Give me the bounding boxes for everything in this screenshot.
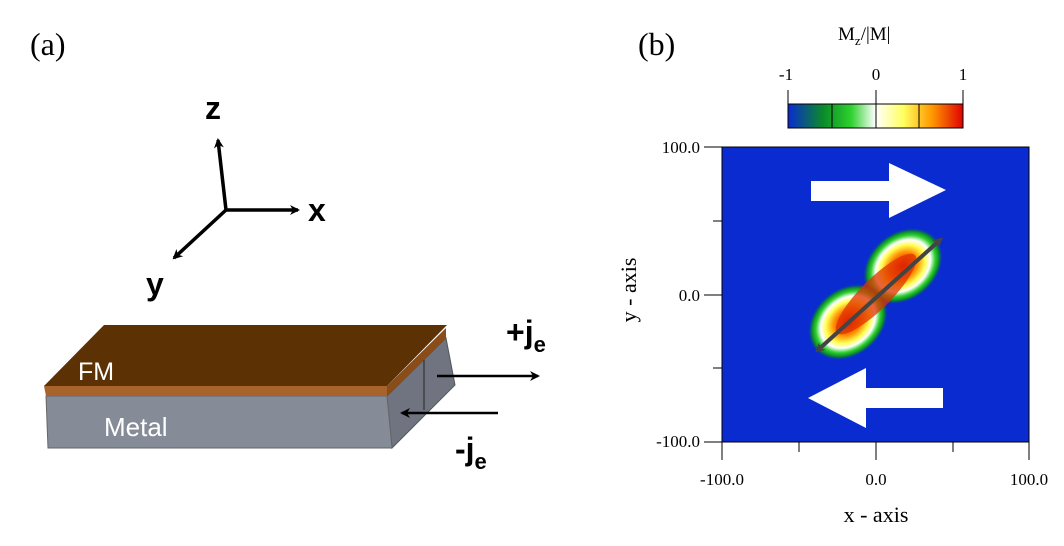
fm-layer-label: FM bbox=[78, 358, 114, 386]
metal-layer-label: Metal bbox=[104, 412, 168, 442]
y-tick-mid: 0.0 bbox=[679, 286, 700, 305]
minus-current-sub: e bbox=[475, 449, 487, 474]
panel-b-label: (b) bbox=[638, 26, 675, 62]
plot-axis-ticks bbox=[704, 146, 1030, 460]
panel-a-label: (a) bbox=[30, 26, 66, 62]
x-tick-mid: 0.0 bbox=[865, 470, 886, 489]
colorbar-ticks bbox=[787, 90, 964, 128]
z-axis-label: z bbox=[205, 90, 221, 126]
colorbar-tick-min: -1 bbox=[779, 65, 793, 84]
bilayer-slab bbox=[44, 325, 456, 450]
x-axis-label: x bbox=[308, 192, 326, 228]
y-axis-arrow bbox=[172, 208, 228, 260]
z-axis-arrow bbox=[213, 138, 228, 211]
x-axis-title: x - axis bbox=[844, 502, 909, 527]
minus-current-main: -j bbox=[455, 431, 475, 467]
colorbar-title-main: M bbox=[838, 24, 855, 45]
y-axis-title: y - axis bbox=[616, 258, 641, 323]
x-tick-left: -100.0 bbox=[700, 470, 744, 489]
y-tick-top: 100.0 bbox=[662, 138, 700, 157]
metal-front-face bbox=[45, 395, 393, 449]
fm-top-face bbox=[44, 325, 447, 386]
colorbar-title-sub: z bbox=[855, 33, 861, 48]
right-moving-arrow bbox=[811, 163, 946, 218]
y-tick-bottom: -100.0 bbox=[656, 432, 700, 451]
plus-current-sub: e bbox=[534, 332, 546, 357]
diagonal-double-arrow bbox=[815, 237, 943, 353]
fm-front-face bbox=[44, 386, 387, 396]
plus-current-main: +j bbox=[506, 314, 534, 350]
y-axis-label: y bbox=[146, 266, 164, 302]
left-moving-arrow bbox=[808, 368, 943, 428]
colorbar-title: Mz/|M| bbox=[838, 24, 890, 48]
fm-side-face bbox=[387, 328, 446, 396]
colorbar-tick-mid: 0 bbox=[872, 65, 881, 84]
colorbar-title-rest: /|M| bbox=[861, 24, 891, 45]
colorbar-tick-max: 1 bbox=[959, 65, 968, 84]
minus-current-label: -je bbox=[455, 431, 487, 474]
coordinate-axes bbox=[172, 138, 300, 260]
plus-current-label: +je bbox=[506, 314, 546, 357]
x-tick-right: 100.0 bbox=[1010, 470, 1048, 489]
